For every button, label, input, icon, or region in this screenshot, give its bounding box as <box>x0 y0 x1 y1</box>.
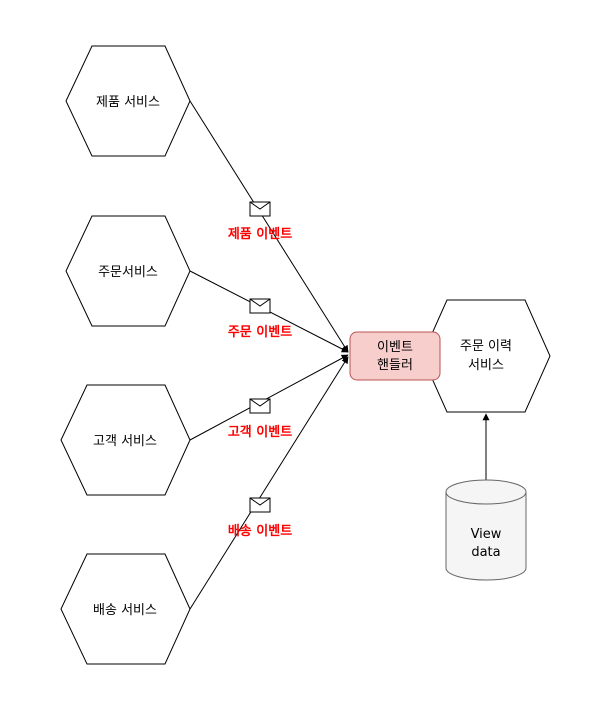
event-handler-line1: 이벤트 <box>377 340 413 355</box>
view-data-line2: data <box>471 545 500 560</box>
order-history-service-line2: 서비스 <box>468 358 504 373</box>
view-data-database[interactable]: View data <box>445 479 527 581</box>
customer-service-label: 고객 서비스 <box>93 434 157 449</box>
view-data-line1: View <box>471 527 502 542</box>
product-service-node[interactable]: 제품 서비스 <box>65 45 191 157</box>
event-handler-node[interactable]: 이벤트 핸들러 <box>349 331 441 381</box>
edge-product-to-handler <box>189 100 349 353</box>
envelope-icon <box>249 201 271 217</box>
edge-delivery-to-handler <box>189 356 349 610</box>
product-event-label: 제품 이벤트 <box>228 226 292 242</box>
order-event-label: 주문 이벤트 <box>228 324 292 340</box>
delivery-service-label: 배송 서비스 <box>93 603 157 618</box>
delivery-event-label: 배송 이벤트 <box>228 523 292 539</box>
order-service-label: 주문서비스 <box>98 265 158 280</box>
delivery-service-node[interactable]: 배송 서비스 <box>60 553 191 665</box>
envelope-icon <box>249 298 271 314</box>
edge-customer-to-handler <box>189 354 349 441</box>
product-service-label: 제품 서비스 <box>96 95 160 110</box>
customer-event-label: 고객 이벤트 <box>228 424 292 440</box>
envelope-icon <box>249 398 271 414</box>
customer-service-node[interactable]: 고객 서비스 <box>60 384 191 496</box>
event-handler-line2: 핸들러 <box>377 357 413 373</box>
order-history-service-line1: 주문 이력 <box>460 339 512 354</box>
order-service-node[interactable]: 주문서비스 <box>65 215 191 327</box>
envelope-icon <box>249 497 271 513</box>
order-history-service-node[interactable]: 주문 이력 서비스 <box>421 299 551 413</box>
